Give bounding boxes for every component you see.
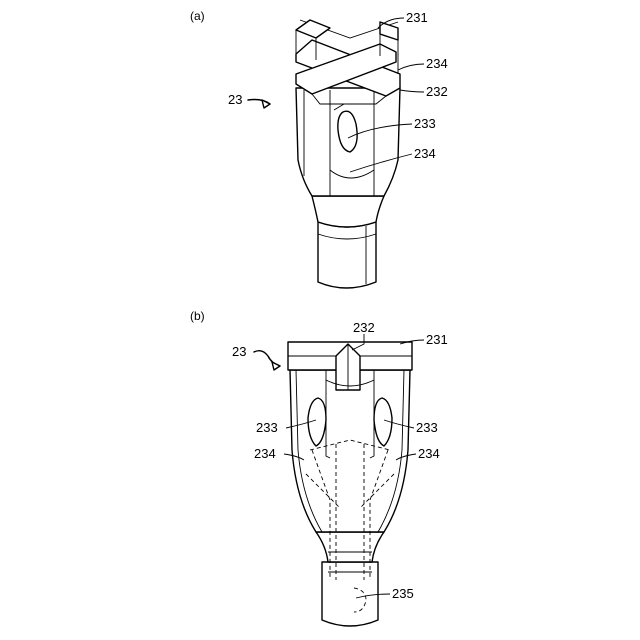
- ref-232-a: 232: [426, 84, 448, 99]
- ref-232-b: 232: [353, 320, 375, 335]
- ref-234-b-right: 234: [418, 446, 440, 461]
- neck-b: [316, 532, 384, 562]
- ref-234-b-left: 234: [254, 446, 276, 461]
- ref-235-b: 235: [392, 586, 414, 601]
- view-a-label: (a): [190, 9, 205, 23]
- ref-234-a-bottom: 234: [414, 146, 436, 161]
- ref-233-a: 233: [414, 116, 436, 131]
- shank-a: [318, 222, 376, 288]
- view-b: (b): [190, 309, 448, 626]
- ref-233-b-left: 233: [256, 420, 278, 435]
- ref-23-a: 23: [228, 92, 242, 107]
- ref-231-b: 231: [426, 332, 448, 347]
- body-b: [290, 370, 410, 532]
- ref-231-a: 231: [406, 10, 428, 25]
- view-a: (a) 23: [190, 9, 448, 288]
- ref-23-b: 23: [232, 344, 246, 359]
- ref-233-b-right: 233: [416, 420, 438, 435]
- view-b-label: (b): [190, 309, 205, 323]
- ref-234-a-top: 234: [426, 56, 448, 71]
- neck-a: [312, 196, 384, 227]
